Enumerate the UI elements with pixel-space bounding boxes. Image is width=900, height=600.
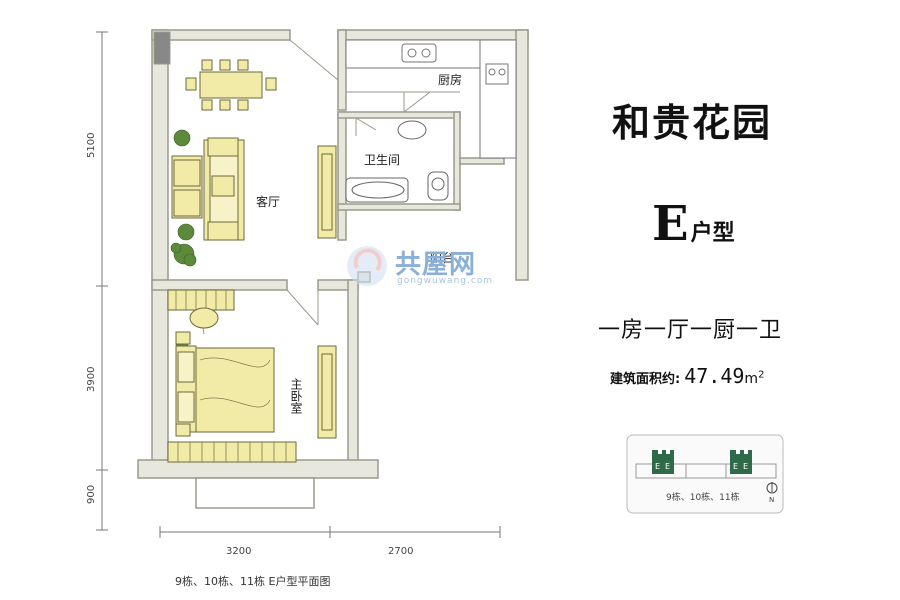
dimension-lines [96, 31, 501, 538]
room-label-kitchen: 厨房 [438, 72, 462, 87]
dining-table [185, 59, 277, 111]
north-label: N [769, 496, 774, 504]
area-unit: m2 [744, 369, 765, 387]
unit-type: E户型 [652, 196, 735, 252]
keyplan-unit-e4: E [743, 462, 748, 471]
dim-left-900: 900 [86, 485, 97, 504]
room-label-bathroom: 卫生间 [364, 153, 400, 167]
dim-bottom-3200: 3200 [226, 546, 251, 557]
dim-bottom-2700: 2700 [388, 546, 413, 557]
master-bedroom-text: 主卧室 [289, 378, 303, 414]
room-label-living: 客厅 [256, 194, 280, 209]
watermark-subtext: gongwuwang.com [397, 276, 494, 286]
bed [175, 307, 275, 437]
area-unit-text: m [744, 371, 759, 387]
kitchen-counters [345, 39, 517, 159]
dim-left-3900: 3900 [86, 367, 97, 392]
area-unit-sup: 2 [758, 369, 765, 381]
sofa-set [171, 137, 245, 241]
layout-description: 一房一厅一厨一卫 [598, 318, 783, 343]
room-label-master-bedroom: 主卧室 [289, 378, 303, 414]
area-value: 47.49 [684, 364, 745, 388]
keyplan-unit-e3: E [733, 462, 738, 471]
dim-left-5100: 5100 [86, 133, 97, 158]
area-label: 建筑面积约: [610, 372, 681, 387]
project-title: 和贵花园 [612, 100, 773, 145]
bathroom-fixtures [345, 120, 449, 203]
watermark-text: 共屋网 [395, 250, 477, 280]
keyplan-unit-e2: E [665, 462, 670, 471]
building-area: 建筑面积约:47.49m2 [610, 364, 764, 388]
plan-caption: 9栋、10栋、11栋 E户型平面图 [175, 575, 331, 588]
keyplan-unit-e1: E [655, 462, 660, 471]
key-plan: E E E E N [626, 434, 784, 514]
unit-type-letter: E [652, 196, 689, 252]
cabinets [167, 145, 337, 463]
watermark-logo-icon [347, 246, 387, 286]
keyplan-label: 9栋、10栋、11栋 [666, 493, 740, 503]
unit-type-suffix: 户型 [690, 221, 735, 246]
room-label-balcony: 阳台 [430, 250, 454, 265]
walls [137, 29, 529, 509]
